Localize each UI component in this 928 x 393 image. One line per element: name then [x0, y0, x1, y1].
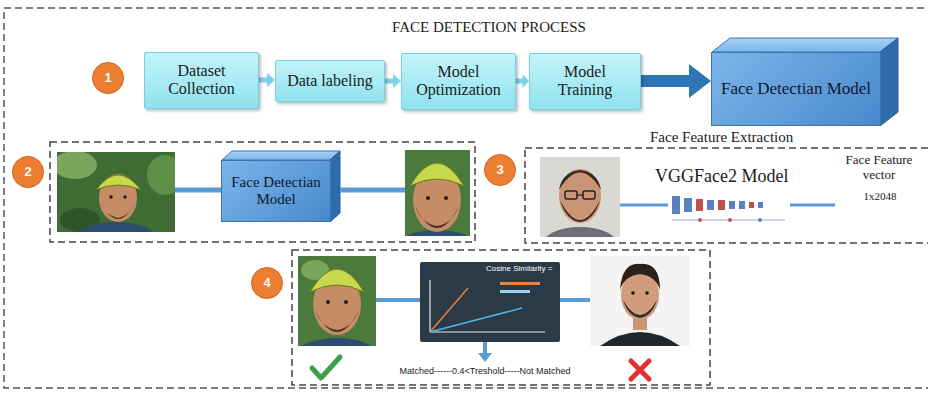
node-text-group: 3 [496, 163, 503, 178]
process-box: Data labeling [275, 60, 385, 102]
link-line [483, 342, 487, 354]
arrow-head [267, 73, 275, 87]
check-mark [312, 357, 340, 378]
node-text: 1 [104, 71, 111, 86]
box-top-face [712, 38, 898, 52]
link-line [340, 188, 405, 193]
node-text-group: Model Training [538, 63, 632, 100]
arrow-shaft [385, 79, 394, 84]
link-line [790, 204, 835, 207]
chart-vector [430, 308, 522, 332]
chart-formula [500, 290, 530, 293]
link-line [560, 298, 590, 302]
photo [540, 157, 620, 237]
node-text-group: 2 [24, 165, 31, 180]
node-text: Face Detectian Model [230, 174, 322, 209]
callout-number: 2 [12, 156, 44, 188]
photo [405, 150, 470, 236]
link-line [620, 204, 668, 207]
panel-frame [292, 250, 710, 385]
node-text: 3 [496, 163, 503, 178]
process-box: Model Training [529, 53, 641, 110]
process-box: Model Optimization [401, 53, 516, 110]
link-line [175, 188, 222, 193]
node-text: 4 [263, 276, 270, 291]
node-text-group: Face Detectian Model [721, 79, 871, 99]
arrow-shaft [516, 79, 523, 84]
photo [298, 256, 376, 346]
flow-arrow [641, 64, 711, 98]
model-box: Face Detectian Model [221, 160, 331, 222]
arrow-shaft [259, 78, 268, 83]
chart-formula [500, 282, 540, 285]
flow-arrow [259, 73, 275, 87]
text-label: Face Feature vector [836, 153, 922, 183]
callout-number: 1 [92, 62, 124, 94]
chart-axis [429, 280, 430, 332]
node-text-group: Face Detectian Model [230, 174, 322, 209]
process-box: Dataset Collection [144, 52, 259, 109]
callout-number: 4 [251, 267, 283, 299]
flow-arrow [516, 74, 529, 88]
link-arrowhead [478, 353, 492, 362]
arrow-head [689, 64, 711, 98]
photo [57, 152, 175, 232]
text-label: Cosine Similarity = [486, 264, 558, 273]
node-text-group: 4 [263, 276, 270, 291]
text-label: 1x2048 [850, 190, 910, 203]
text-label: Matched------0.4<Treshold-----Not Matche… [370, 366, 600, 376]
link-line [376, 298, 420, 302]
arrow-shaft [641, 75, 690, 87]
text-label: VGGFace2 Model [655, 166, 815, 187]
model-box: Face Detectian Model [711, 52, 881, 126]
chart-axis [430, 331, 545, 332]
node-text: Data labeling [287, 72, 373, 90]
network-sketch [672, 196, 785, 222]
diagram-title: FACE DETECTION PROCESS [364, 19, 614, 36]
text-label: Face Feature Extraction [650, 129, 850, 146]
node-text-group: Data labeling [287, 72, 373, 90]
node-text-group: 1 [104, 71, 111, 86]
box-side-face [880, 38, 898, 126]
outer-frame [4, 8, 928, 388]
node-text-group: Dataset Collection [153, 62, 250, 99]
photo [590, 256, 690, 346]
node-text-group: Model Optimization [410, 63, 507, 100]
chart-vector [430, 288, 468, 332]
node-text: Model Training [538, 63, 632, 100]
arrow-head [393, 74, 401, 88]
node-text: Face Detectian Model [721, 79, 871, 99]
cross-mark [631, 361, 649, 379]
node-text: 2 [24, 165, 31, 180]
box-top-face [222, 151, 340, 160]
similarity-chart [420, 262, 560, 342]
node-text: Model Optimization [410, 63, 507, 100]
callout-number: 3 [484, 154, 516, 186]
flow-arrow [385, 74, 401, 88]
node-text: Dataset Collection [153, 62, 250, 99]
box-side-face [330, 151, 340, 222]
